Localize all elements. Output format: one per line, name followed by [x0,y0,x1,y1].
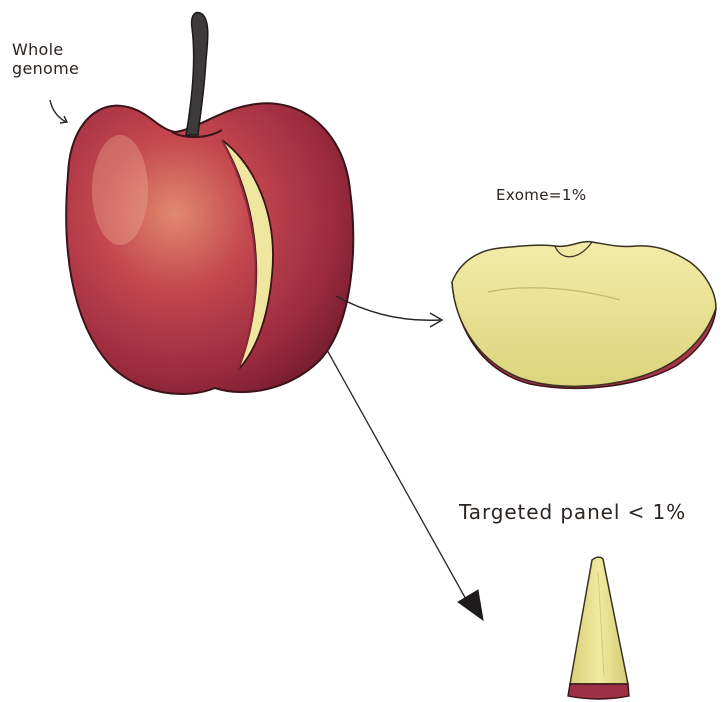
whole-genome-label-line2: genome [12,59,79,78]
apple-highlight [92,135,148,245]
arrow-to-panel-head [458,590,483,620]
exome-slice [452,242,716,389]
whole-genome-label: Whole genome [12,40,79,78]
panel-wedge-flesh [570,557,628,684]
whole-genome-pointer [50,100,66,122]
whole-genome-label-line1: Whole [12,40,79,59]
arrow-to-panel [327,350,472,610]
exome-label: Exome=1% [496,186,586,204]
arrow-to-exome [336,296,440,320]
targeted-panel-label: Targeted panel < 1% [459,500,686,524]
whole-apple [66,13,353,395]
panel-wedge [568,557,629,699]
panel-wedge-skin [568,684,629,699]
apple-stem [186,13,208,135]
